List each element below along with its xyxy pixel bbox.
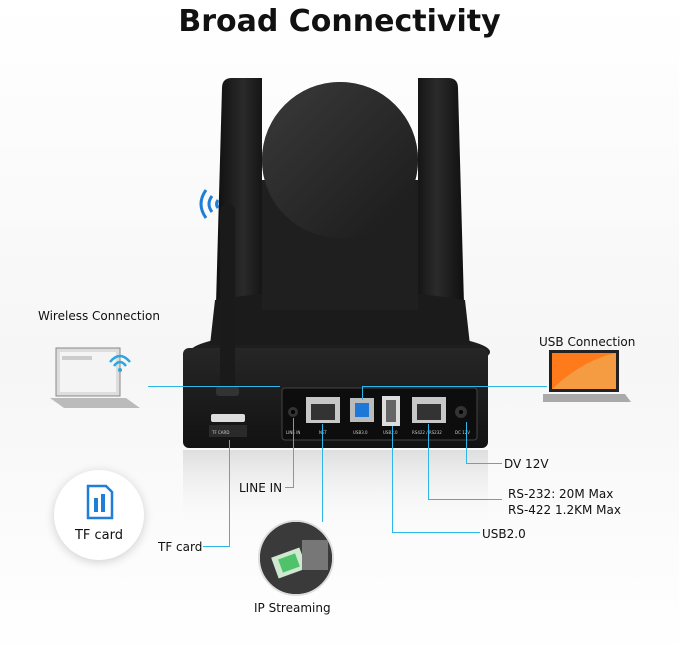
port-rs-label: RS422 / RS232 xyxy=(412,430,442,435)
ip-line xyxy=(322,424,323,522)
tf-card-badge-label: TF card xyxy=(74,528,124,543)
rs422-label: RS-422 1.2KM Max xyxy=(508,503,621,517)
port-dc-label: DC 12V xyxy=(455,430,470,435)
laptop-right-image xyxy=(543,350,631,402)
usb-connection-line xyxy=(362,386,547,387)
dc-line-h xyxy=(466,463,502,464)
rs-line-v xyxy=(428,424,429,500)
wireless-connection-label: Wireless Connection xyxy=(38,309,160,323)
port-usb3-label: USB3.0 xyxy=(353,430,368,435)
ip-streaming-label: IP Streaming xyxy=(254,601,331,615)
wifi-icon xyxy=(199,189,220,219)
laptop-left-image xyxy=(50,347,140,408)
port-usb2-label: USB2.0 xyxy=(383,430,398,435)
tf-line-v xyxy=(229,440,230,547)
ethernet-cable-icon xyxy=(260,522,332,594)
usb3-line xyxy=(362,386,363,400)
dc-line-v xyxy=(466,422,467,464)
usb-connection-label: USB Connection xyxy=(539,335,636,349)
port-tf-label: TF CARD xyxy=(212,430,230,435)
rs232-label: RS-232: 20M Max xyxy=(508,487,614,501)
linein-line-v xyxy=(293,418,294,488)
tf-line-h xyxy=(203,546,230,547)
line-in-label: LINE IN xyxy=(239,481,283,495)
tf-card-badge: TF card xyxy=(54,470,144,560)
wifi-icon xyxy=(109,354,131,367)
rs-line-h xyxy=(428,499,502,500)
sd-card-icon xyxy=(86,484,114,520)
dv-12v-label: DV 12V xyxy=(504,457,549,471)
page-title: Broad Connectivity xyxy=(178,4,501,39)
usb2-line-v xyxy=(392,426,393,533)
tf-card-label: TF card xyxy=(158,540,203,554)
wireless-line xyxy=(148,386,280,387)
usb2-line-h xyxy=(392,532,480,533)
usb20-label: USB2.0 xyxy=(482,527,526,541)
linein-line-h xyxy=(285,487,294,488)
ip-streaming-image xyxy=(258,520,334,596)
